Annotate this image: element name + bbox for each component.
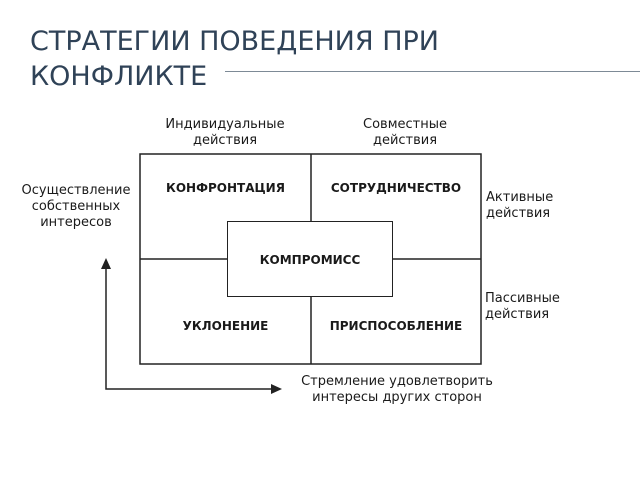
slide-title: СТРАТЕГИИ ПОВЕДЕНИЯ ПРИ КОНФЛИКТЕ — [30, 26, 440, 92]
strategy-confrontation: КОНФРОНТАЦИЯ — [166, 181, 285, 195]
strategy-cooperation: СОТРУДНИЧЕСТВО — [330, 181, 462, 195]
vertical-axis-label-line2: собственных — [31, 199, 121, 214]
compromise-box — [227, 221, 393, 297]
horizontal-axis-label: Стремление удовлетворить интересы других… — [287, 374, 507, 406]
column-header-joint-line2: действия — [372, 133, 438, 148]
vertical-axis-label-line1: Осуществление — [21, 183, 131, 198]
row-header-active-line1: Активные — [486, 190, 554, 205]
axis-arrow-lines — [105, 261, 277, 390]
column-header-individual-line1: Индивидуальные — [165, 117, 285, 132]
row-header-passive-line1: Пассивные — [485, 291, 560, 306]
row-header-passive-line2: действия — [485, 307, 550, 322]
horizontal-axis-label-line1: Стремление удовлетворить — [301, 374, 493, 389]
column-header-joint-line1: Совместные — [363, 117, 447, 132]
vertical-axis-label-line3: интересов — [40, 215, 112, 230]
axis-arrow-head-up — [101, 258, 111, 269]
strategy-avoidance: УКЛОНЕНИЕ — [182, 319, 269, 333]
axis-arrow-head-right — [271, 384, 282, 394]
column-header-individual-line2: действия — [192, 133, 258, 148]
title-underline — [225, 71, 640, 72]
column-header-joint: Совместные действия — [335, 117, 475, 149]
row-header-active: Активные действия — [486, 190, 553, 222]
strategy-diagram: Индивидуальные действия Совместные дейст… — [19, 113, 567, 412]
horizontal-axis-label-line2: интересы других сторон — [312, 390, 482, 405]
strategy-compromise: КОМПРОМИСС — [259, 253, 361, 267]
strategy-accommodation: ПРИСПОСОБЛЕНИЕ — [329, 319, 463, 333]
diagram-lines — [101, 153, 482, 394]
row-header-active-line2: действия — [486, 206, 551, 221]
row-header-passive: Пассивные действия — [485, 291, 560, 323]
vertical-axis-label: Осуществление собственных интересов — [19, 183, 133, 231]
column-header-individual: Индивидуальные действия — [150, 117, 300, 149]
